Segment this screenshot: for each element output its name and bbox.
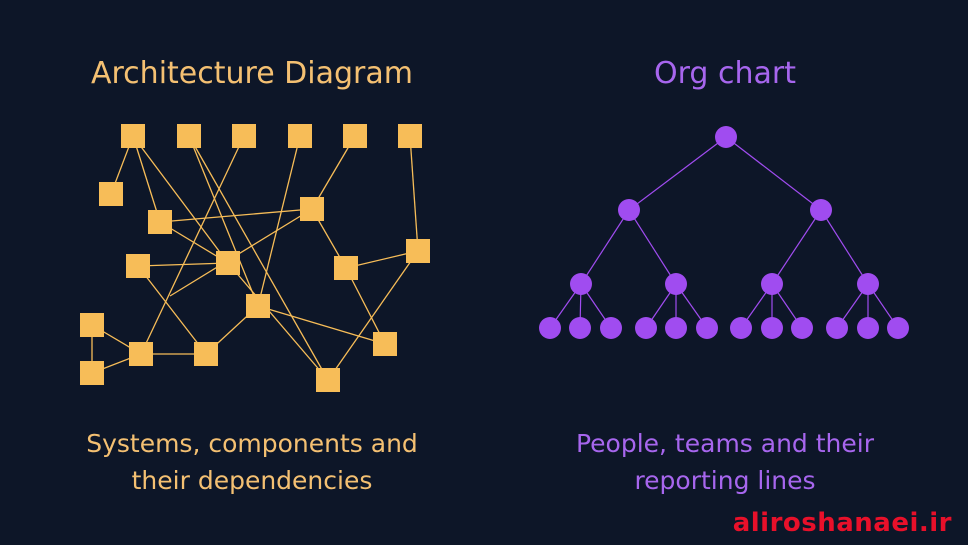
watermark: aliroshanaei.ir: [732, 508, 952, 538]
component-node: [80, 313, 104, 337]
person-node: [539, 317, 561, 339]
component-node: [80, 361, 104, 385]
person-node: [665, 317, 687, 339]
person-node: [600, 317, 622, 339]
org-chart-caption-line-2: reporting lines: [634, 466, 816, 495]
person-node: [665, 273, 687, 295]
org-chart-nodes: [539, 126, 909, 339]
person-node: [715, 126, 737, 148]
architecture-edges: [91, 135, 419, 381]
person-node: [857, 317, 879, 339]
person-node: [887, 317, 909, 339]
person-node: [570, 273, 592, 295]
component-node: [99, 182, 123, 206]
component-node: [343, 124, 367, 148]
component-node: [216, 251, 240, 275]
org-chart-edges: [549, 136, 899, 329]
architecture-diagram-title: Architecture Diagram: [90, 56, 413, 91]
org-chart-caption: People, teams and their reporting lines: [525, 425, 925, 499]
component-node: [148, 210, 172, 234]
org-chart-title: Org chart: [654, 56, 796, 91]
architecture-caption-line-2: their dependencies: [131, 466, 373, 495]
person-node: [569, 317, 591, 339]
person-node: [810, 199, 832, 221]
component-node: [121, 124, 145, 148]
component-node: [300, 197, 324, 221]
component-node: [373, 332, 397, 356]
component-node: [246, 294, 270, 318]
org-chart-caption-line-1: People, teams and their: [575, 429, 874, 458]
person-node: [791, 317, 813, 339]
person-node: [826, 317, 848, 339]
component-node: [194, 342, 218, 366]
architecture-caption: Systems, components and their dependenci…: [52, 425, 452, 499]
component-node: [398, 124, 422, 148]
person-node: [618, 199, 640, 221]
person-node: [857, 273, 879, 295]
person-node: [761, 317, 783, 339]
component-node: [129, 342, 153, 366]
architecture-nodes: [80, 124, 430, 392]
component-node: [406, 239, 430, 263]
component-node: [334, 256, 358, 280]
person-node: [730, 317, 752, 339]
architecture-caption-line-1: Systems, components and: [86, 429, 418, 458]
component-node: [288, 124, 312, 148]
component-node: [177, 124, 201, 148]
component-node: [316, 368, 340, 392]
person-node: [635, 317, 657, 339]
person-node: [761, 273, 783, 295]
component-node: [126, 254, 150, 278]
person-node: [696, 317, 718, 339]
component-node: [232, 124, 256, 148]
